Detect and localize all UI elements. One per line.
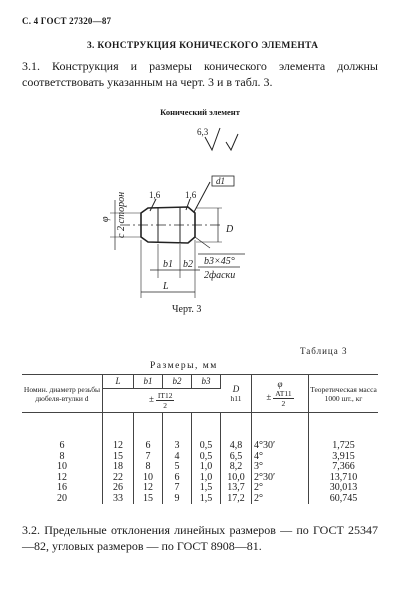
cell-phi: 2°30′ bbox=[251, 472, 309, 483]
cell-D: 17,2 bbox=[220, 493, 252, 504]
paragraph-3-1: 3.1. Конструкция и размеры конического э… bbox=[22, 59, 378, 89]
b2-label: b2 bbox=[183, 259, 193, 270]
cell-L: 22 bbox=[102, 472, 134, 483]
cell-D: 4,8 bbox=[220, 412, 252, 452]
cell-phi: 2° bbox=[251, 493, 309, 504]
element-body-outline bbox=[140, 206, 196, 244]
b3-chamfer-label: b3×45° bbox=[204, 256, 235, 267]
cell-b3: 1,5 bbox=[191, 482, 221, 494]
cell-d: 8 bbox=[22, 451, 103, 462]
cell-b3: 0,5 bbox=[191, 451, 221, 462]
radius-leader-left bbox=[149, 198, 157, 212]
d1-label: d1 bbox=[216, 176, 225, 186]
cell-b1: 6 bbox=[133, 412, 163, 452]
cell-phi: 3° bbox=[251, 461, 309, 473]
cell-phi: 4° bbox=[251, 451, 309, 462]
D-label: D bbox=[225, 224, 234, 235]
cell-D: 10,0 bbox=[220, 472, 252, 483]
radius-label-right: 1,6 bbox=[185, 190, 197, 200]
d1-frame bbox=[211, 175, 235, 187]
cell-d: 20 bbox=[22, 493, 103, 504]
L-label: L bbox=[162, 281, 169, 292]
figure-title: Конический элемент bbox=[160, 107, 240, 117]
cell-L: 33 bbox=[102, 493, 134, 504]
cell-mass: 60,745 bbox=[329, 492, 358, 504]
cell-D: 8,2 bbox=[220, 461, 252, 473]
cell-D: 6,5 bbox=[220, 451, 252, 462]
table-label: Таблица 3 bbox=[300, 346, 348, 356]
b3-leader bbox=[194, 236, 211, 249]
conical-element-drawing: 6,3 1,6 1,6 d1 D φ с 2 сторон b3×45° 2фа… bbox=[100, 127, 245, 298]
chamfers-note-label: 2фаски bbox=[204, 270, 235, 281]
cell-b1: 8 bbox=[133, 461, 163, 473]
cell-phi: 2° bbox=[251, 482, 309, 494]
cell-b1: 12 bbox=[133, 482, 163, 494]
cell-b2: 9 bbox=[162, 493, 192, 504]
header-D: D h11 bbox=[220, 374, 252, 413]
roughness-symbol bbox=[204, 127, 221, 152]
cell-b2: 6 bbox=[162, 472, 192, 483]
cell-b2: 3 bbox=[162, 412, 192, 452]
cell-b2: 5 bbox=[162, 461, 192, 473]
cell-b2: 4 bbox=[162, 451, 192, 462]
cell-d: 6 bbox=[22, 412, 103, 452]
cell-d: 16 bbox=[22, 482, 103, 494]
cell-mass: 3,915 bbox=[332, 450, 355, 462]
cell-b2: 7 bbox=[162, 482, 192, 494]
sides-label: с 2 сторон bbox=[116, 192, 127, 238]
cell-L: 18 bbox=[102, 461, 134, 473]
b1-label: b1 bbox=[163, 259, 173, 270]
cell-D: 13,7 bbox=[220, 482, 252, 494]
cell-d: 10 bbox=[22, 461, 103, 473]
radius-leader-right bbox=[185, 198, 191, 211]
header-L: L bbox=[102, 374, 134, 389]
roughness-check-icon bbox=[225, 133, 239, 152]
cell-b3: 1,0 bbox=[191, 472, 221, 483]
figure-caption: Черт. 3 bbox=[172, 304, 202, 315]
table-group-header: Размеры, мм bbox=[150, 361, 218, 371]
roughness-value: 6,3 bbox=[197, 127, 209, 137]
cell-L: 26 bbox=[102, 482, 134, 494]
cell-L: 15 bbox=[102, 451, 134, 462]
cell-b3: 1,5 bbox=[191, 493, 221, 504]
header-b2: b2 bbox=[162, 374, 192, 389]
cell-mass: 13,710 bbox=[329, 471, 358, 483]
cell-mass: 30,013 bbox=[329, 482, 358, 493]
d1-leader bbox=[193, 181, 211, 213]
cell-b1: 10 bbox=[133, 472, 163, 483]
dimensions-table: Номин. диаметр резьбы дюбеля-втулки d L … bbox=[22, 374, 378, 504]
header-b3: b3 bbox=[191, 374, 221, 389]
cell-d: 12 bbox=[22, 472, 103, 483]
cell-b3: 0,5 bbox=[191, 412, 221, 452]
phi-label: φ bbox=[100, 216, 111, 222]
header-mass: Теоретическая масса 1000 шт., кг bbox=[308, 374, 378, 413]
page-header: С. 4 ГОСТ 27320—87 bbox=[22, 16, 112, 26]
header-b1: b1 bbox=[133, 374, 163, 389]
header-diameter: Номин. диаметр резьбы дюбеля-втулки d bbox=[22, 374, 103, 413]
paragraph-3-2: 3.2. Предельные отклонения линейных разм… bbox=[22, 523, 378, 553]
cell-phi: 4°30′ bbox=[251, 412, 309, 452]
section-title: 3. КОНСТРУКЦИЯ КОНИЧЕСКОГО ЭЛЕМЕНТА bbox=[87, 41, 319, 51]
cell-L: 12 bbox=[102, 412, 134, 452]
cell-b1: 7 bbox=[133, 451, 163, 462]
cell-mass: 7,366 bbox=[332, 461, 355, 472]
cell-mass: 1,725 bbox=[332, 440, 355, 451]
cell-b1: 15 bbox=[133, 493, 163, 504]
radius-label-left: 1,6 bbox=[149, 190, 161, 200]
cell-b3: 1,0 bbox=[191, 461, 221, 473]
